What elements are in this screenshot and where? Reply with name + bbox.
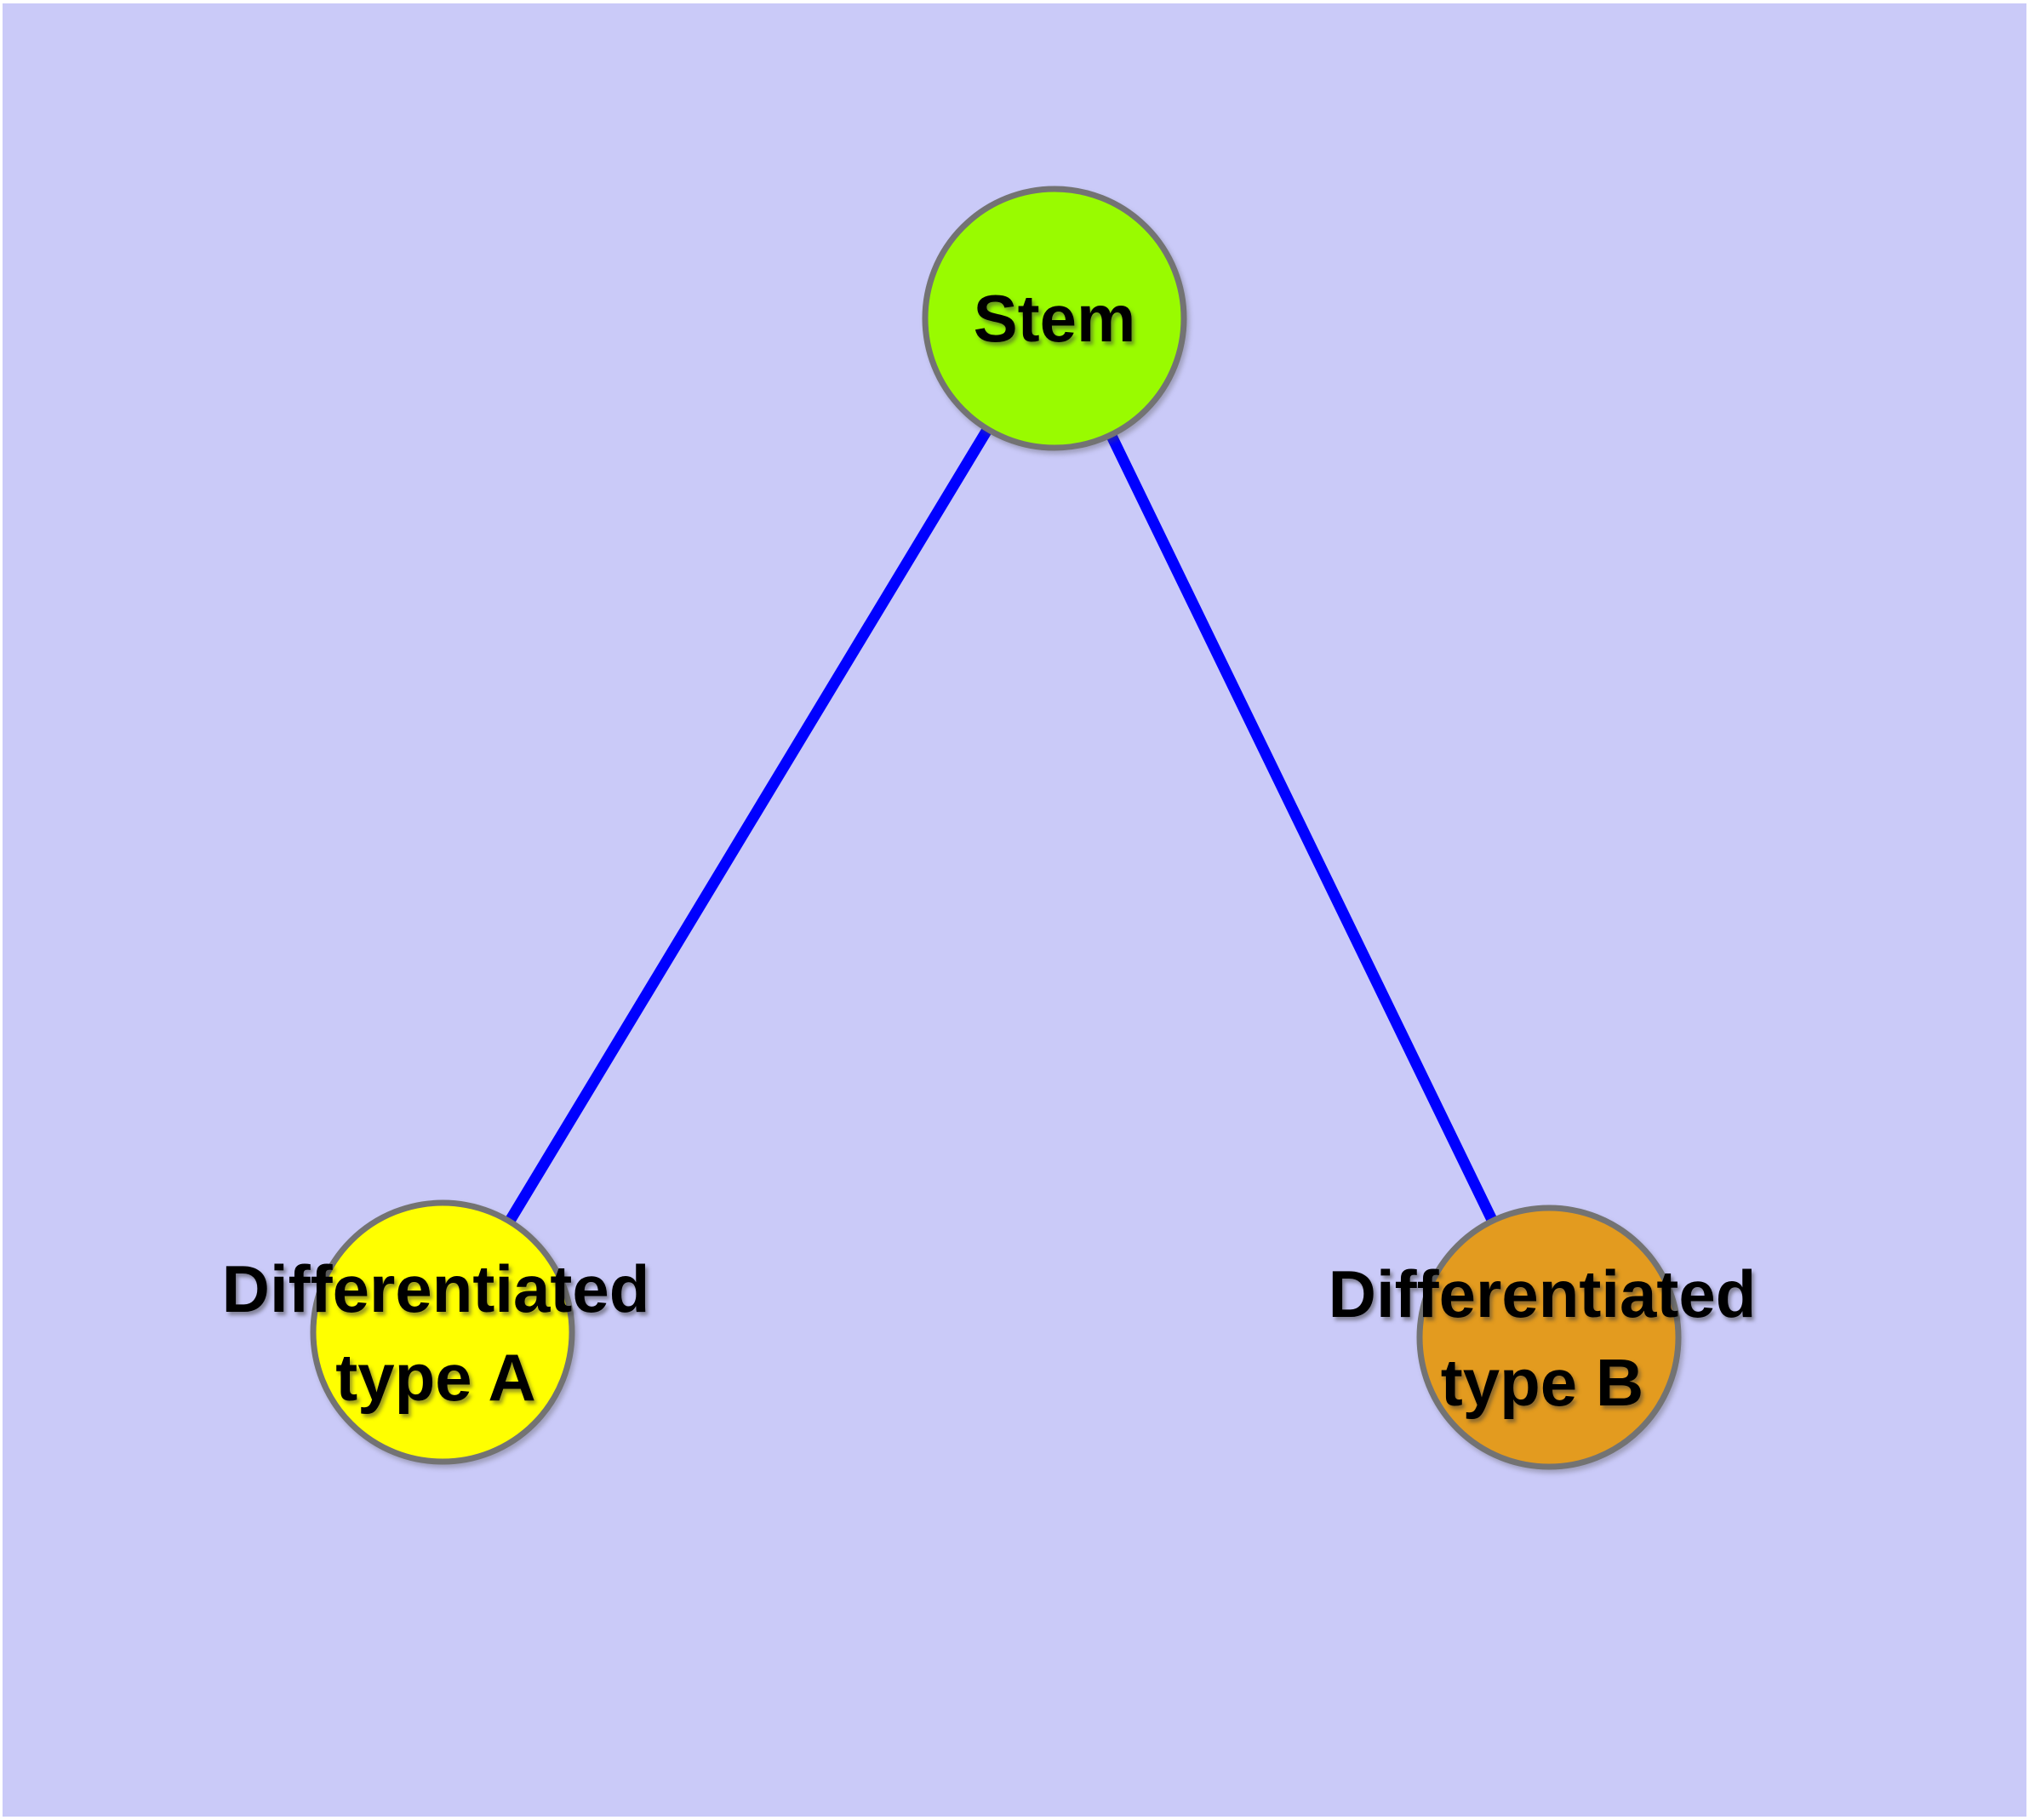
node-differentiated-type-b — [1416, 1205, 1682, 1470]
node-stem — [922, 186, 1187, 451]
edge-stem-to-type-a — [437, 312, 1060, 1338]
node-differentiated-type-a — [310, 1199, 575, 1465]
edge-stem-to-type-b — [1049, 312, 1555, 1343]
